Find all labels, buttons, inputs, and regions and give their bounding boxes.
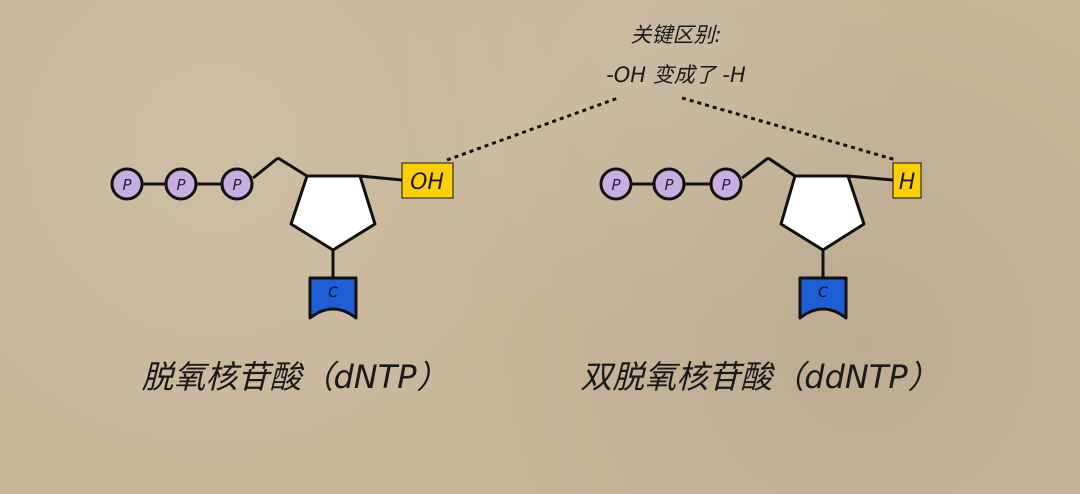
dntp-base-c: C: [308, 276, 358, 320]
annotation-connectors: [446, 96, 897, 162]
svg-text:C: C: [328, 285, 338, 301]
dntp-sugar-ring: [289, 174, 377, 252]
ddntp-phosphate-2: P: [652, 167, 686, 201]
ddntp-base-c: C: [798, 276, 848, 320]
ddntp-phosphate-3: P: [709, 167, 743, 201]
svg-text:P: P: [721, 176, 731, 194]
svg-text:H: H: [899, 170, 916, 195]
ddntp-sugar-ring: [779, 174, 866, 252]
connector-to-h: [681, 96, 897, 162]
annotation-line2: -OH 变成了 -H: [606, 63, 746, 87]
svg-text:P: P: [664, 176, 674, 194]
ddntp-h-group: H: [892, 162, 922, 199]
ddntp-phosphate-1: P: [599, 167, 633, 201]
dntp-phosphate-1: P: [110, 167, 144, 201]
svg-text:P: P: [122, 176, 132, 194]
annotation-line1: 关键区别:: [630, 23, 721, 47]
svg-text:P: P: [611, 176, 621, 194]
svg-text:P: P: [232, 176, 242, 194]
dntp-phosphate-3: P: [220, 167, 254, 201]
dntp-oh-group: OH: [401, 162, 454, 199]
connector-to-oh: [446, 96, 619, 162]
ddntp-caption: 双脱氧核苷酸（ddNTP）: [580, 358, 939, 396]
dntp-molecule: P P P OH C 脱氧核苷酸（dNTP）: [110, 156, 454, 396]
svg-text:P: P: [176, 176, 186, 194]
dntp-caption: 脱氧核苷酸（dNTP）: [141, 358, 448, 396]
ddntp-molecule: P P P H C 双脱氧核苷酸（ddNTP）: [580, 156, 940, 396]
svg-text:C: C: [818, 285, 828, 301]
dntp-phosphate-2: P: [164, 167, 198, 201]
svg-text:OH: OH: [410, 170, 444, 195]
